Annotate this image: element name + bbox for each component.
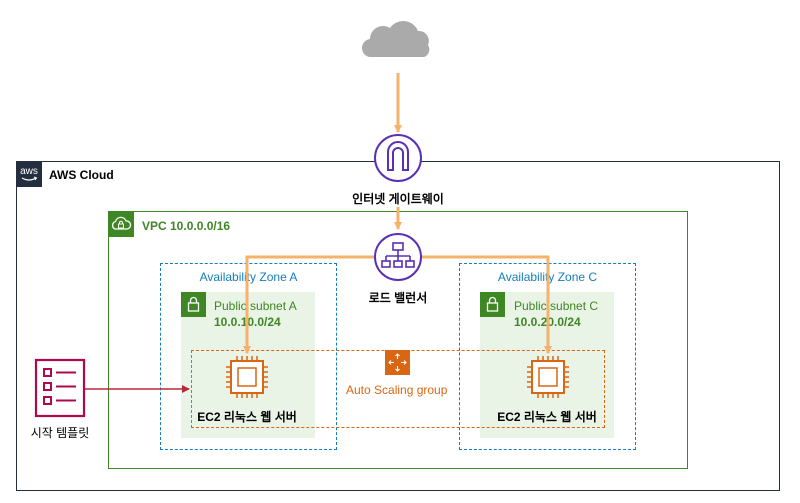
public-subnet-a-name: Public subnet A bbox=[214, 299, 297, 313]
ec2-a-label: EC2 리눅스 웹 서버 bbox=[197, 410, 297, 424]
connector-load-balancer-to-ec2-c bbox=[421, 255, 552, 354]
svg-text:aws: aws bbox=[20, 166, 38, 177]
ec2-instance-icon bbox=[226, 356, 268, 398]
aws-cloud-title: AWS Cloud bbox=[49, 168, 114, 182]
aws-logo-icon: aws bbox=[16, 161, 42, 187]
load-balancer-icon bbox=[374, 233, 422, 281]
auto-scaling-icon bbox=[385, 350, 410, 375]
ec2-c-label: EC2 리눅스 웹 서버 bbox=[497, 410, 597, 424]
internet-gateway-label: 인터넷 게이트웨이 bbox=[352, 192, 444, 206]
internet-gateway-icon bbox=[374, 134, 422, 182]
public-subnet-c-name: Public subnet C bbox=[514, 299, 599, 313]
vpc-icon bbox=[108, 211, 134, 237]
cloud-icon bbox=[361, 21, 430, 58]
lock-icon bbox=[480, 292, 505, 317]
launch-template-label: 시작 템플릿 bbox=[30, 426, 90, 440]
vpc-title: VPC 10.0.0.0/16 bbox=[142, 219, 231, 233]
auto-scaling-group-label: Auto Scaling group bbox=[345, 383, 449, 397]
launch-template-icon bbox=[34, 358, 86, 418]
load-balancer-label: 로드 밸런서 bbox=[368, 291, 428, 305]
lock-icon bbox=[181, 292, 206, 317]
connector-load-balancer-to-ec2-a bbox=[243, 255, 375, 354]
ec2-instance-icon bbox=[527, 356, 569, 398]
